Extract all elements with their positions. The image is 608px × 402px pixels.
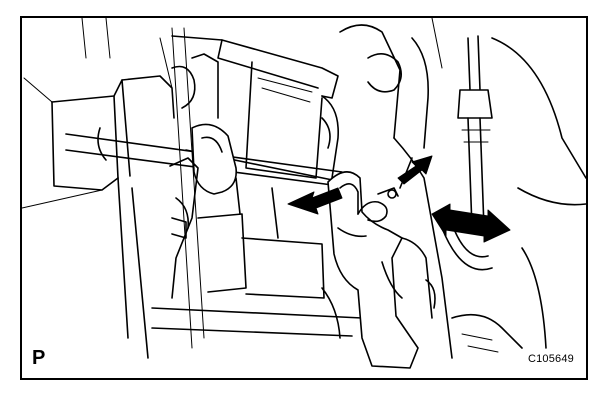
arrow-pull-left xyxy=(287,187,343,215)
view-label: P xyxy=(32,347,46,369)
retaining-clip xyxy=(357,187,399,223)
arrow-up-right xyxy=(397,155,433,185)
brake-lever xyxy=(321,171,433,369)
figure-id: C105649 xyxy=(527,353,574,365)
backing-plate-top xyxy=(171,35,339,179)
housing-lines xyxy=(81,18,205,349)
brake-cable xyxy=(441,35,586,353)
rod-clamp xyxy=(169,123,238,299)
arrow-double-horizontal xyxy=(431,203,511,243)
parking-brake-cable-illustration xyxy=(22,18,586,369)
caliper-body xyxy=(22,75,175,359)
illustration-frame: P C105649 xyxy=(20,16,588,380)
